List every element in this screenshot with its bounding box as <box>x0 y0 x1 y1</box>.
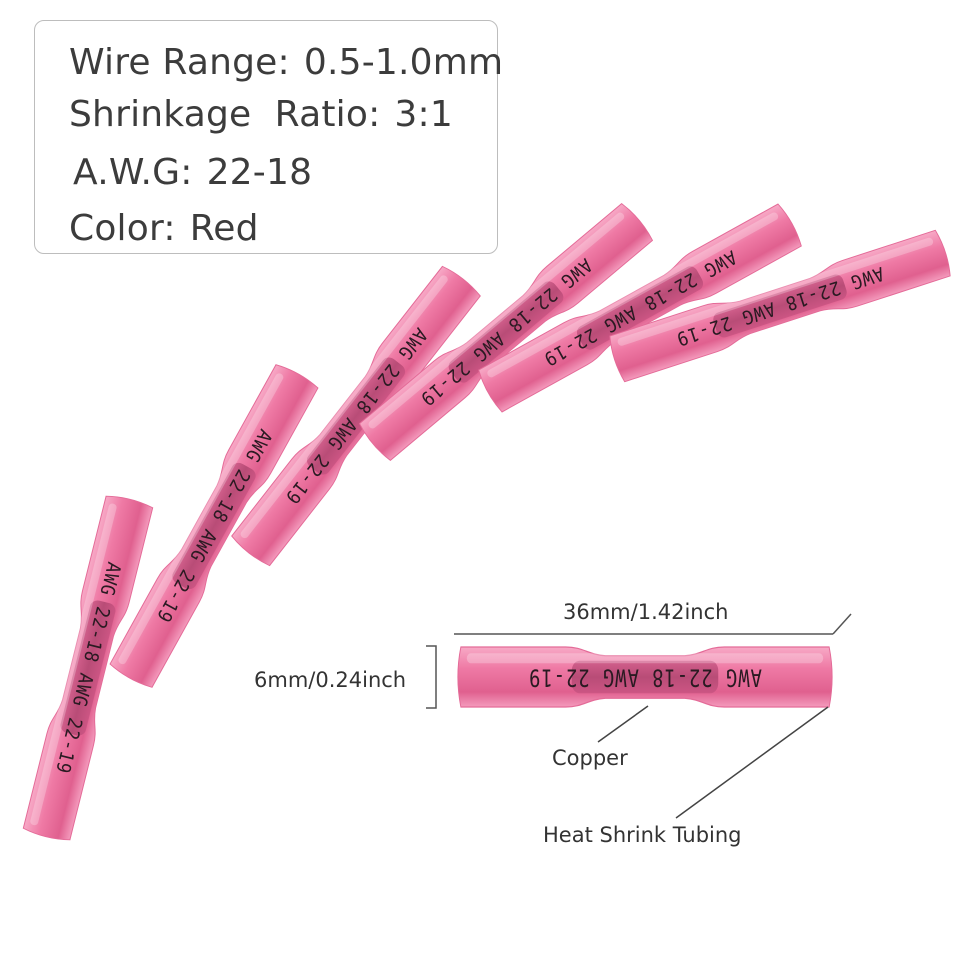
copper-callout-label: Copper <box>552 746 628 770</box>
spec-value: 3:1 <box>394 94 453 135</box>
spec-value: 22-18 <box>206 152 313 193</box>
spec-value: Red <box>189 208 259 249</box>
width-dimension-bracket <box>426 645 437 709</box>
tubing-leader-line <box>675 706 829 819</box>
diameter-dimension-label: 6mm/0.24inch <box>254 668 407 692</box>
length-dimension-tick <box>832 613 852 635</box>
spec-shrinkage-ratio: Shrinkage Ratio: 3:1 <box>69 97 453 133</box>
copper-leader-line <box>597 705 649 743</box>
connector-dimensioned <box>457 646 833 708</box>
spec-wire-range: Wire Range: 0.5-1.0mm <box>69 45 503 81</box>
tubing-callout-label: Heat Shrink Tubing <box>543 823 742 847</box>
spec-box: Wire Range: 0.5-1.0mm Shrinkage Ratio: 3:1… <box>34 20 503 254</box>
spec-label: Wire Range: <box>69 42 290 83</box>
length-dimension-label: 36mm/1.42inch <box>563 600 729 624</box>
spec-label: Color: <box>69 208 176 249</box>
spec-label: A.W.G: <box>73 152 193 193</box>
spec-color: Color: Red <box>69 211 259 247</box>
spec-value: 0.5-1.0mm <box>303 42 504 83</box>
spec-label: Shrinkage Ratio: <box>69 94 381 135</box>
spec-awg: A.W.G: 22-18 <box>73 155 312 191</box>
